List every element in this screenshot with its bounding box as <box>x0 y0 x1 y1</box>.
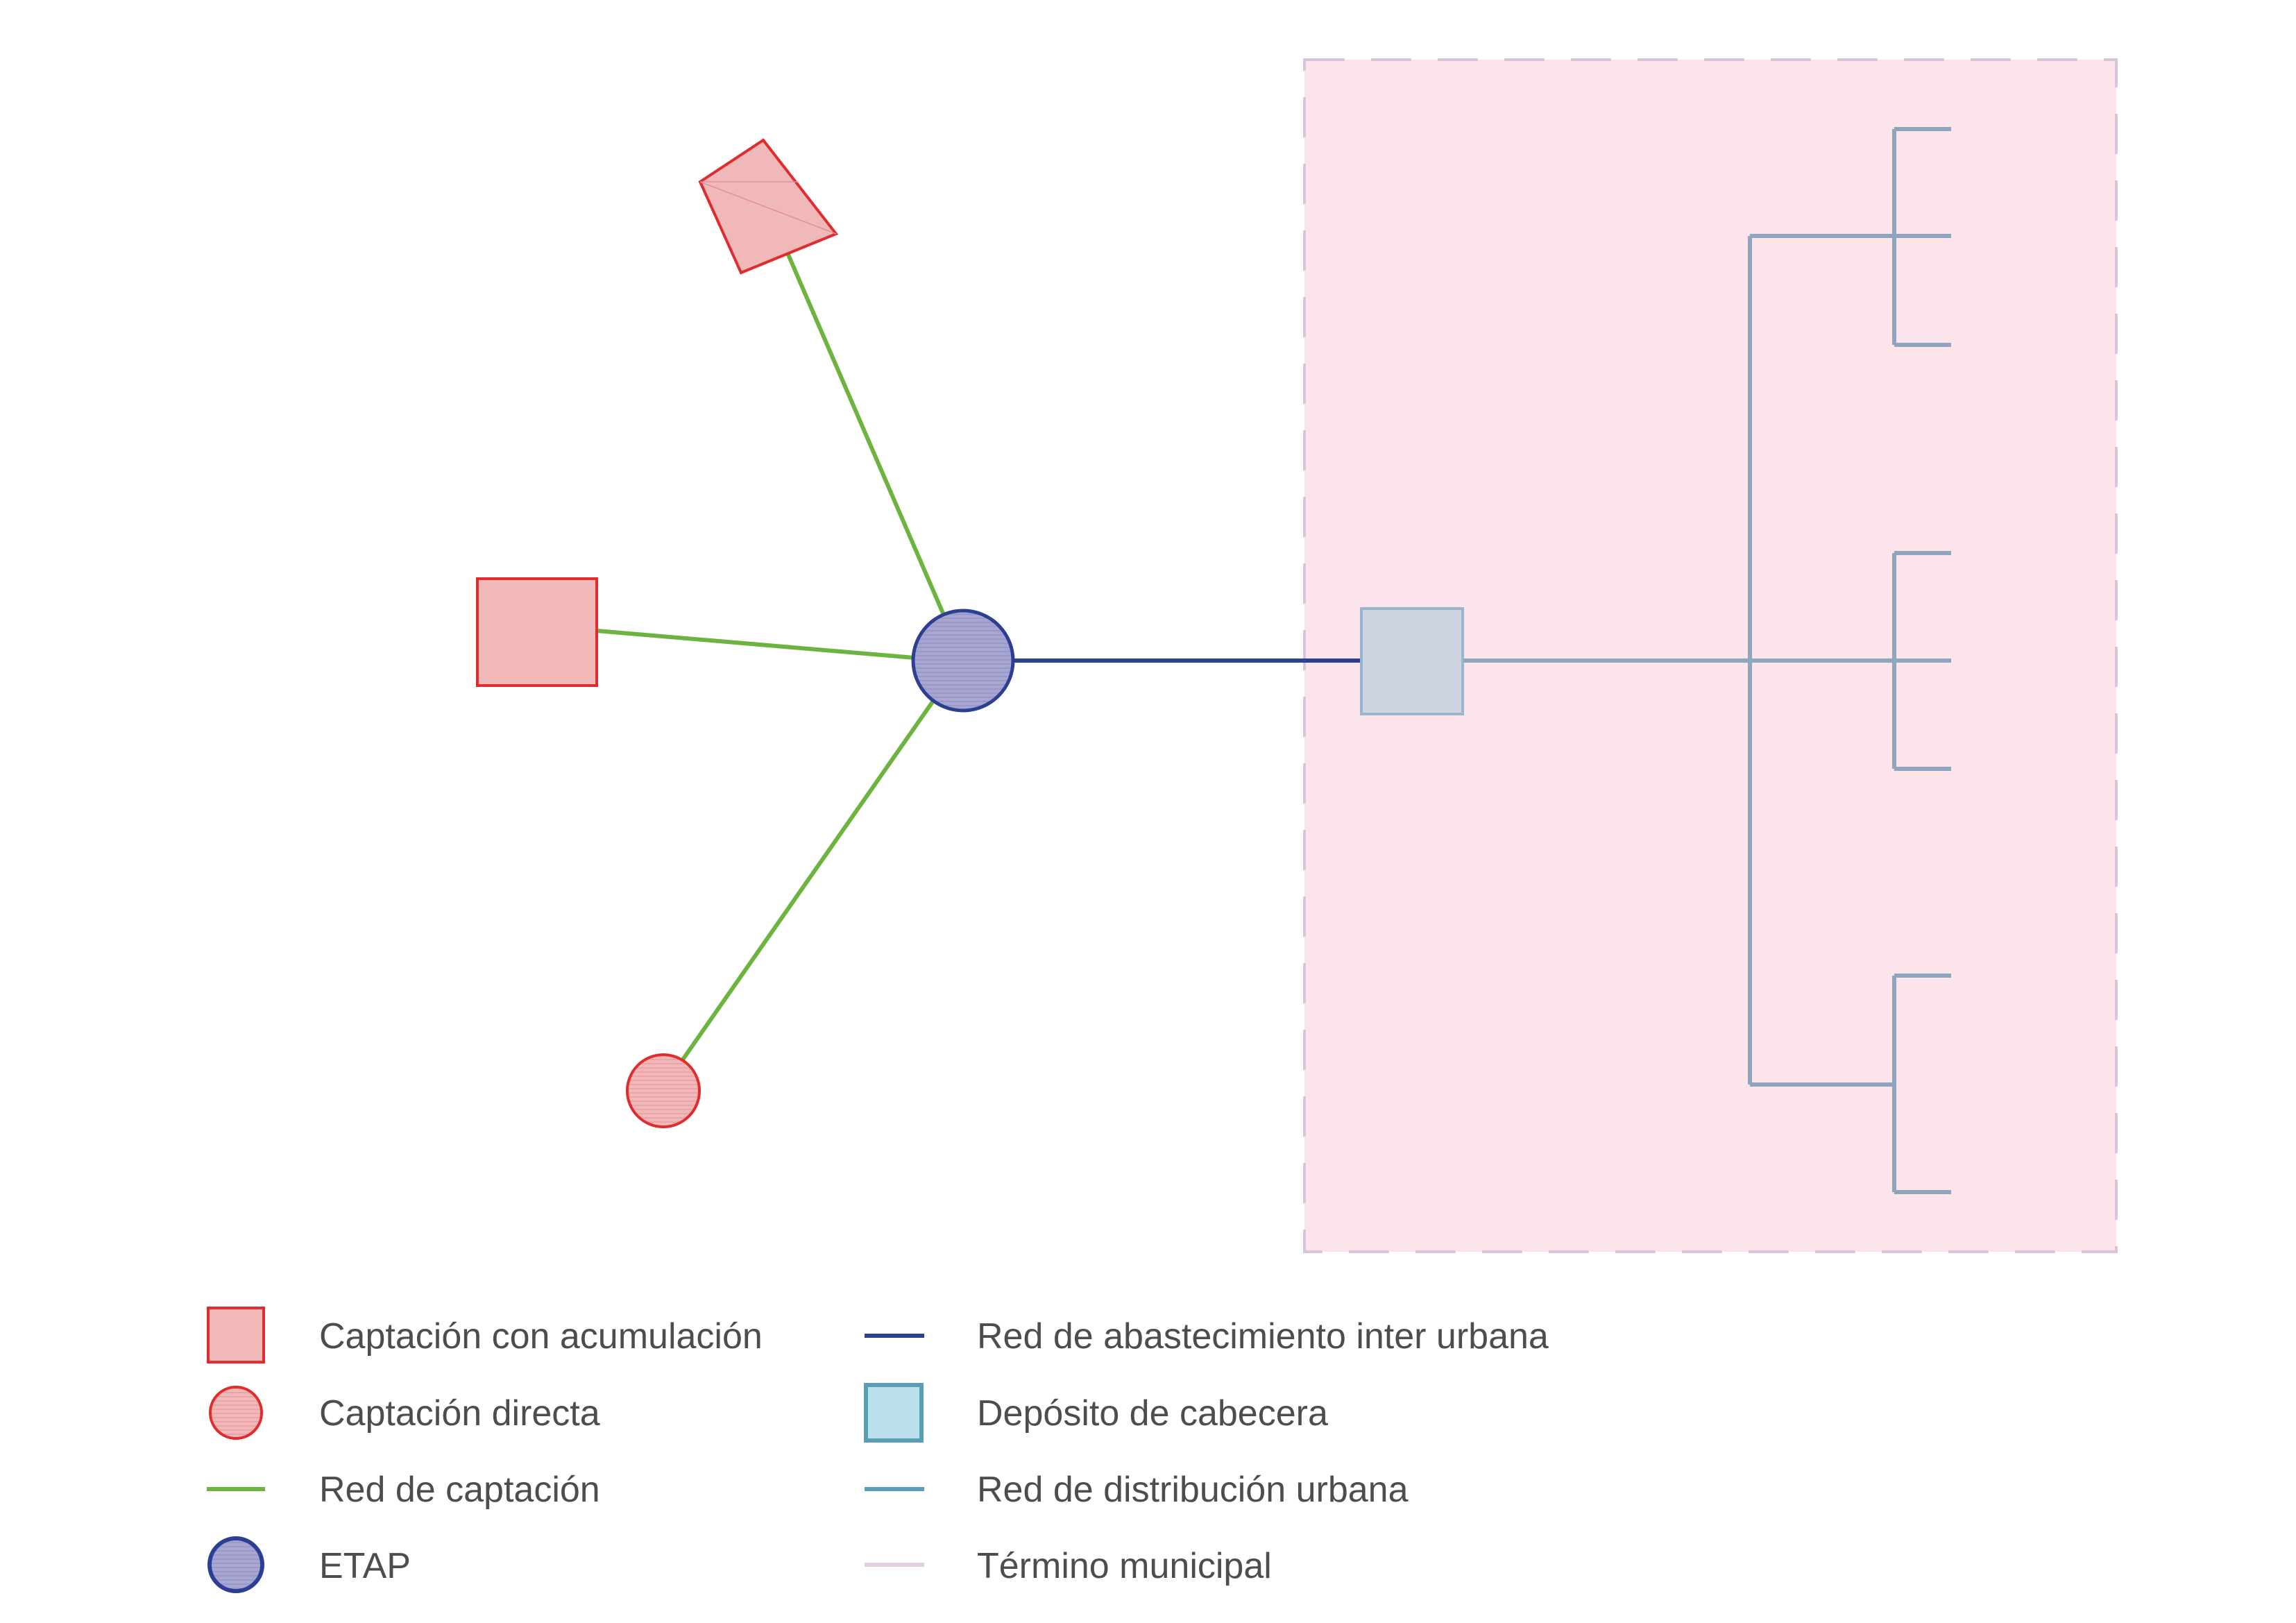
legend-label: ETAP <box>319 1546 411 1586</box>
deposito-de-cabecera-node <box>1360 607 1464 715</box>
legend-item-red-captacion: Red de captación <box>207 1470 600 1510</box>
circle-red-icon <box>209 1386 263 1440</box>
legend-item-deposito: Depósito de cabecera <box>864 1383 1328 1443</box>
red-distribucion-urbana <box>1463 127 1951 1194</box>
legend-item-captacion-acumulacion: Captación con acumulación <box>207 1307 763 1363</box>
captacion-line-left <box>595 629 917 660</box>
square-red-icon <box>207 1307 265 1363</box>
legend-item-red-distribucion: Red de distribución urbana <box>865 1470 1409 1510</box>
captacion-line-top <box>784 248 946 617</box>
legend-label: Depósito de cabecera <box>977 1393 1328 1434</box>
legend: Captación con acumulación Captación dire… <box>207 1307 1549 1593</box>
circle-blue-icon <box>207 1536 264 1593</box>
legend-item-termino-municipal: Término municipal <box>865 1546 1272 1586</box>
captacion-directa-node <box>626 1053 701 1128</box>
legend-label: Red de abastecimiento inter urbana <box>977 1316 1549 1357</box>
legend-label: Captación con acumulación <box>319 1316 763 1357</box>
captacion-line-bottom <box>681 699 935 1062</box>
legend-label: Red de captación <box>319 1470 600 1510</box>
legend-item-red-inter-urbana: Red de abastecimiento inter urbana <box>865 1316 1549 1357</box>
legend-item-etap: ETAP <box>207 1536 411 1593</box>
captacion-con-acumulacion-node <box>476 577 598 687</box>
legend-label: Captación directa <box>319 1393 600 1434</box>
etap-node <box>911 609 1015 713</box>
square-lightblue-icon <box>864 1383 924 1443</box>
legend-label: Término municipal <box>977 1546 1272 1586</box>
captacion-con-acumulacion-node-rotated <box>698 138 839 275</box>
legend-label: Red de distribución urbana <box>977 1470 1409 1510</box>
red-de-captacion <box>595 248 946 1062</box>
legend-item-captacion-directa: Captación directa <box>209 1386 600 1440</box>
